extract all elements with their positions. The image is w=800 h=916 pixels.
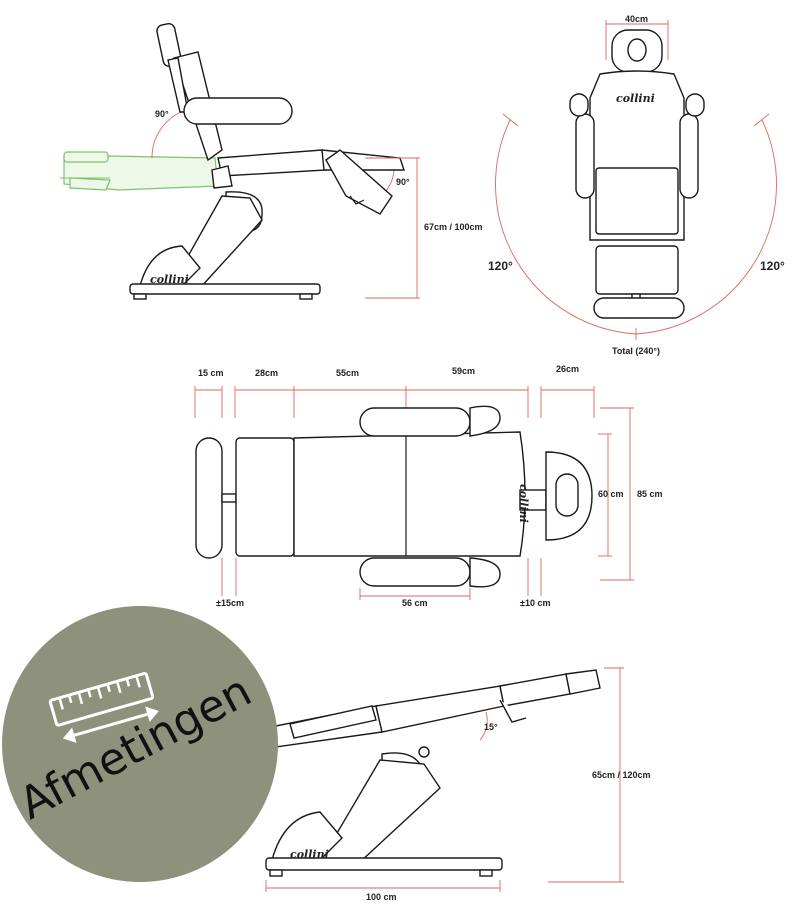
brand-logo-flat: collini [290,848,329,861]
leg-angle-label: 90° [396,177,410,187]
flat-view: collini 15° 65cm / 120cm 100 cm [183,667,651,902]
top-view: 15 cm 28cm 55cm 59cm 26cm collini 60 cm [194,364,663,608]
leg-section-length-label: 28cm [255,368,278,378]
chair-front: collini [569,29,705,319]
flat-length-label: 100 cm [366,892,397,902]
rotation-left-label: 120° [488,259,513,273]
footrest-length-label: 15 cm [198,368,224,378]
back-section-length-label: 59cm [452,366,475,376]
reclined-ghost-outline [60,151,219,191]
footrest-gap-label: ±15cm [216,598,244,608]
chair-backrest [156,23,223,162]
brand-logo-front: collini [616,92,655,105]
seat-section-length-label: 55cm [336,368,359,378]
armrest-span-label: 56 cm [402,598,428,608]
seat-section [217,149,327,177]
side-view: 90° 90° collini 67cm [60,23,483,300]
overall-width-label: 85 cm [637,489,663,499]
rotation-right-label: 120° [760,259,785,273]
total-rotation-label: Total (240°) [612,346,660,356]
headrest-length-label: 26cm [556,364,579,374]
front-view: 120° 120° Total (240°) 40cm collini [488,14,785,356]
side-height-label: 67cm / 100cm [424,222,483,232]
chair-top: collini [195,405,593,588]
flat-height-label: 65cm / 120cm [592,770,651,780]
headrest-width-top-label: 60 cm [598,489,624,499]
backrest-angle-label: 90° [155,109,169,119]
tilt-angle-label: 15° [484,722,498,732]
headrest-width-label: 40cm [625,14,648,24]
headrest-gap-label: ±10 cm [520,598,550,608]
chair-base: collini [129,191,321,300]
brand-logo-top: collini [517,484,530,523]
chair-flat: collini [183,669,601,877]
brand-logo-side: collini [150,273,189,286]
armrest [183,97,293,125]
leg-section [325,149,393,215]
ruler-icon [48,672,159,743]
afmetingen-badge: Afmetingen [2,606,278,882]
